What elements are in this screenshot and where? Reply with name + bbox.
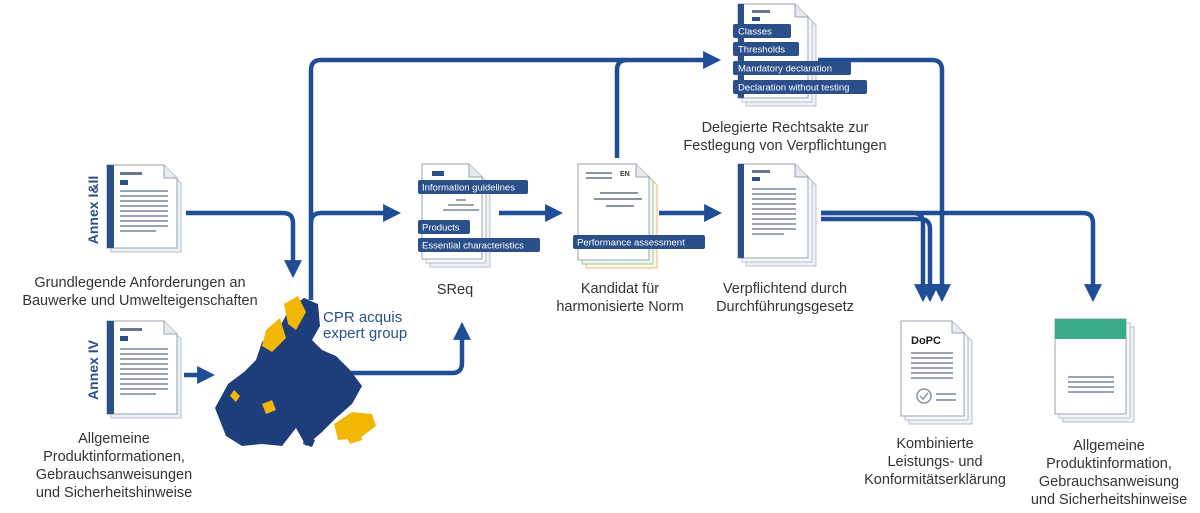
expert-group-label-line-2: expert group (323, 325, 407, 342)
annex-1-2-side-label: Annex I&II (85, 176, 101, 244)
annex-1-2-caption: Grundlegende Anforderungen an Bauwerke u… (22, 275, 258, 309)
expert-group-label: CPR acquis expert group (323, 309, 407, 342)
expert-group-label-line-1: CPR acquis (323, 309, 402, 326)
delegated-tag-3: Declaration without testing (738, 83, 849, 94)
implementing-act-document (737, 163, 817, 267)
delegated-acts-caption: Delegierte Rechtsakte zur Festlegung von… (683, 120, 887, 154)
sreq-tag-1: Products (422, 223, 460, 234)
sreq-tag-0: Information guidelines (422, 183, 515, 194)
delegated-tag-1: Thresholds (738, 45, 785, 56)
harmonised-standard-caption: Kandidat für harmonisierte Norm (556, 281, 684, 315)
arrow-implementing-to-productinfo (821, 210, 1102, 303)
arrow-annex12-to-eu (186, 210, 302, 279)
arrow-eu-to-sreq (308, 204, 402, 300)
harmonised-standard-tag-0: Performance assessment (577, 238, 685, 249)
sreq-caption: SReq (436, 282, 474, 298)
dopc-document: DoPC (900, 320, 973, 425)
arrow-eu-to-delegated (308, 51, 722, 223)
sreq-tag-2: Essential characteristics (422, 241, 524, 252)
arrow-implementing-to-dopc-2 (821, 216, 939, 303)
eu-map-icon (215, 296, 376, 447)
arrow-delegated-to-dopc (818, 57, 951, 303)
flow-arrows (184, 51, 1102, 384)
harmonised-standard-doc-mark: EN (620, 171, 630, 178)
arrow-norm-to-delegated (614, 57, 628, 158)
check-seal-icon (916, 388, 932, 404)
implementing-act-caption: Verpflichtend durch Durchführungsgesetz (716, 281, 854, 315)
delegated-tag-2: Mandatory declaration (738, 64, 832, 75)
delegated-acts-document: Classes Thresholds Mandatory declaration… (733, 3, 867, 107)
arrow-eu-to-sreq-bottom (312, 321, 471, 376)
annex-4-side-label: Annex IV (85, 339, 101, 400)
delegated-tag-0: Classes (738, 27, 772, 38)
dopc-doc-title: DoPC (911, 335, 941, 347)
product-info-caption: Allgemeine Produktinformation, Gebrauchs… (1030, 438, 1188, 508)
annex-4-caption: Allgemeine Produktinformationen, Gebrauc… (35, 431, 193, 501)
annex-4-document: Annex IV (85, 320, 182, 419)
annex-1-2-document: Annex I&II (85, 164, 182, 253)
dopc-caption: Kombinierte Leistungs- und Konformitätse… (864, 436, 1006, 488)
product-info-document (1054, 318, 1135, 423)
harmonised-standard-document: EN Performance assessment (573, 163, 705, 269)
sreq-document: Information guidelines Products Essentia… (418, 163, 540, 268)
